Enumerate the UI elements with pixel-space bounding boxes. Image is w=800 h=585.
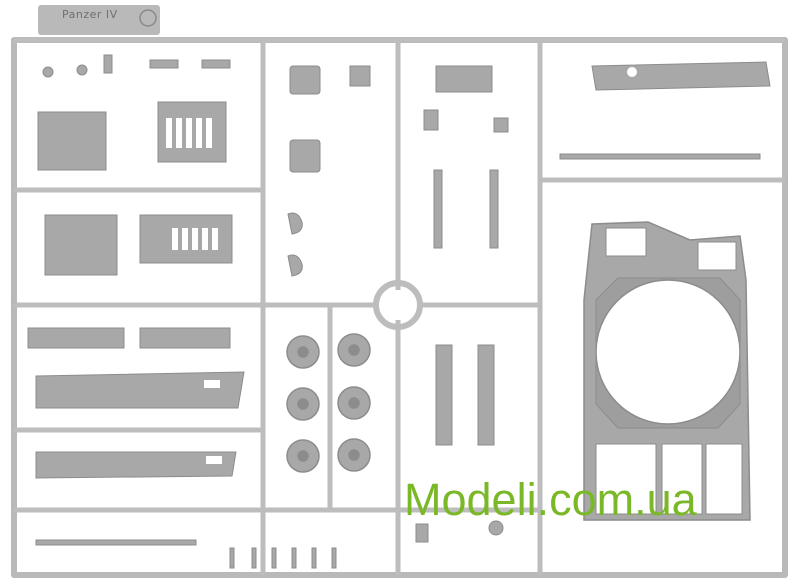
sprue-runners	[14, 37, 785, 575]
watermark-text: Modeli.com.ua	[404, 474, 697, 525]
rear-panel-lower-left	[44, 214, 118, 276]
hull-deck-plate	[583, 221, 751, 521]
grille-panel-lower	[139, 214, 233, 264]
long-rod-part	[35, 539, 197, 546]
hull-side-plate-lower	[35, 451, 237, 479]
track-link-columns	[435, 344, 495, 446]
hull-top-strip	[591, 61, 771, 91]
small-parts-bottom	[229, 520, 504, 569]
sprue-tag-plate	[38, 5, 160, 35]
sprue-ring	[373, 280, 423, 330]
sprue-letter-badge	[139, 9, 157, 27]
grille-panel-upper	[157, 101, 227, 163]
fender-strips	[27, 327, 231, 349]
upper-right-parts	[423, 65, 509, 249]
small-parts-top-left	[42, 54, 231, 78]
rail-pieces	[559, 153, 761, 160]
hull-side-plate-upper	[35, 371, 245, 409]
hatch-parts	[287, 65, 371, 277]
sprue-label: Panzer IV	[62, 8, 118, 21]
rear-panel-upper-left	[37, 111, 107, 171]
road-wheels	[286, 333, 371, 473]
